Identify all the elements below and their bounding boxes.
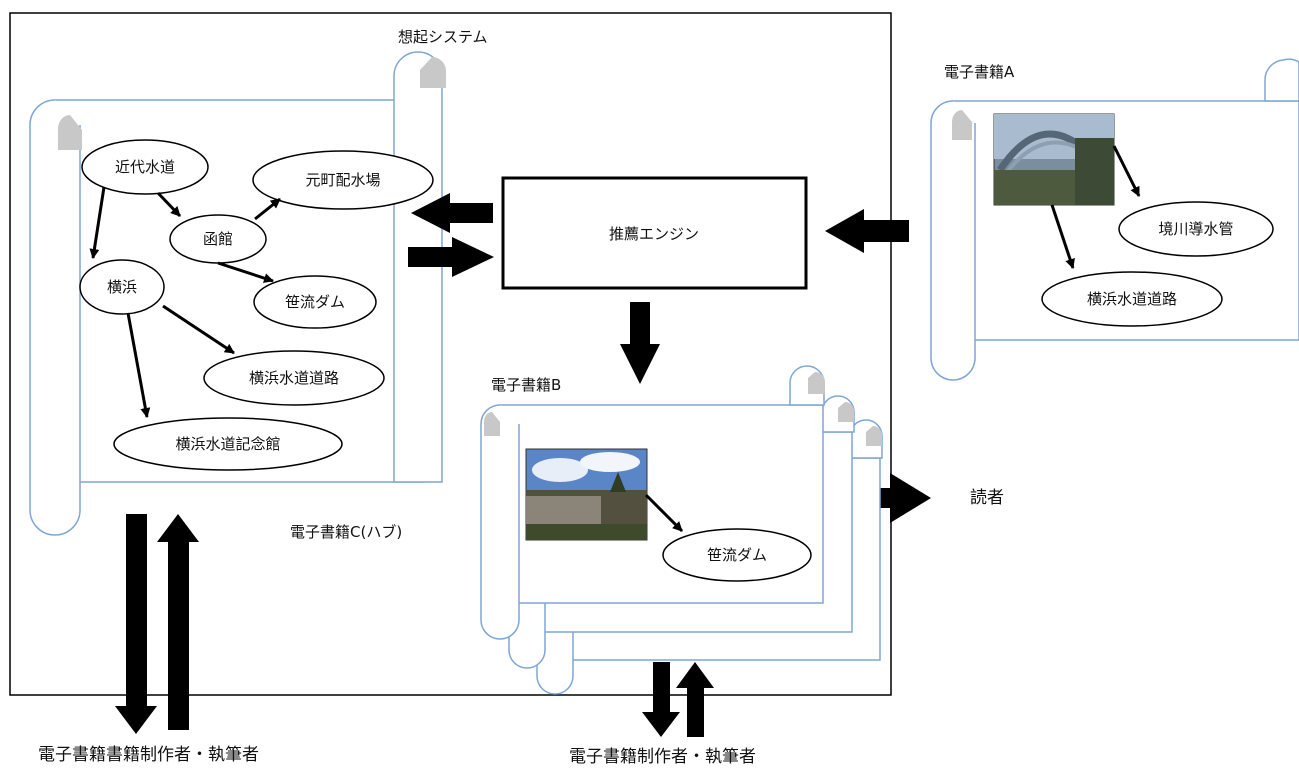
edge-photo-suidou <box>1050 204 1075 269</box>
node-kindai <box>81 139 209 195</box>
book-a-label: 電子書籍A <box>944 63 1015 81</box>
arrow-bookb-to-writer-down <box>642 662 680 737</box>
edge-hakodate-motomachi <box>254 197 281 221</box>
hub-node-labels: 近代水道 函館 元町配水場 笹流ダム 横浜 横浜水道道路 横浜水道記念館 <box>107 158 381 453</box>
edge-hakodate-sasanagare <box>217 261 274 283</box>
engine-label: 推薦エンジン <box>609 225 699 243</box>
edge-kindai-yokohama <box>89 186 106 259</box>
edge-photo-sakaigawa <box>1112 145 1141 197</box>
system-boundary <box>9 12 892 696</box>
hub-edges <box>89 186 281 418</box>
edge-photo-sasanagare-b <box>644 493 684 533</box>
book-a-edges <box>1050 145 1141 269</box>
arrow-engine-to-bookb <box>620 302 660 384</box>
node-sasanagare-b-label: 笹流ダム <box>707 546 767 564</box>
node-suidou-douro-a <box>1041 271 1223 327</box>
arrow-writer-to-hub-up <box>157 514 199 730</box>
node-suidou-douro-hub-label: 横浜水道道路 <box>249 369 339 387</box>
edge-kindai-hakodate <box>156 191 182 218</box>
block-arrows <box>115 193 931 737</box>
node-kinenkan-label: 横浜水道記念館 <box>175 435 280 453</box>
node-sasanagare-hub <box>253 275 377 329</box>
book-a-nodes <box>1041 201 1274 327</box>
book-a-photo <box>993 113 1115 206</box>
arrow-writer-to-bookb-up <box>676 662 714 737</box>
node-suidou-douro-hub <box>203 350 385 406</box>
reader-label: 読者 <box>970 488 1004 508</box>
node-yokohama <box>79 259 165 315</box>
hub-nodes <box>79 139 434 471</box>
node-hakodate-label: 函館 <box>203 230 233 248</box>
engine-box <box>501 176 808 290</box>
node-sakaigawa <box>1118 201 1274 257</box>
node-kinenkan <box>113 417 343 471</box>
book-b-label-bg <box>485 372 595 396</box>
node-suidou-douro-a-label: 横浜水道道路 <box>1087 290 1177 308</box>
arrow-engine-to-hub <box>411 193 493 233</box>
arrow-hub-to-writer-down <box>115 514 157 734</box>
node-motomachi-label: 元町配水場 <box>305 171 380 189</box>
bottom-left-label: 電子書籍書籍制作者・執筆者 <box>38 745 259 765</box>
book-b-photo <box>525 448 648 541</box>
hub-label: 電子書籍C(ハブ) <box>290 523 402 541</box>
node-sasanagare-hub-label: 笹流ダム <box>285 293 345 311</box>
arrow-hub-to-engine <box>408 237 494 277</box>
system-label: 想起システム <box>398 28 488 46</box>
arrow-booka-to-engine <box>825 209 909 253</box>
edge-yokohama-kinenkan <box>126 312 151 418</box>
node-sasanagare-b <box>662 528 812 582</box>
node-sakaigawa-label: 境川導水管 <box>1158 220 1233 238</box>
bottom-center-label: 電子書籍制作者・執筆者 <box>569 747 756 767</box>
edge-yokohama-suidou <box>162 304 235 355</box>
node-yokohama-label: 横浜 <box>107 278 137 296</box>
node-kindai-label: 近代水道 <box>115 158 175 176</box>
book-b-label: 電子書籍B <box>491 376 561 394</box>
node-motomachi <box>252 150 434 210</box>
